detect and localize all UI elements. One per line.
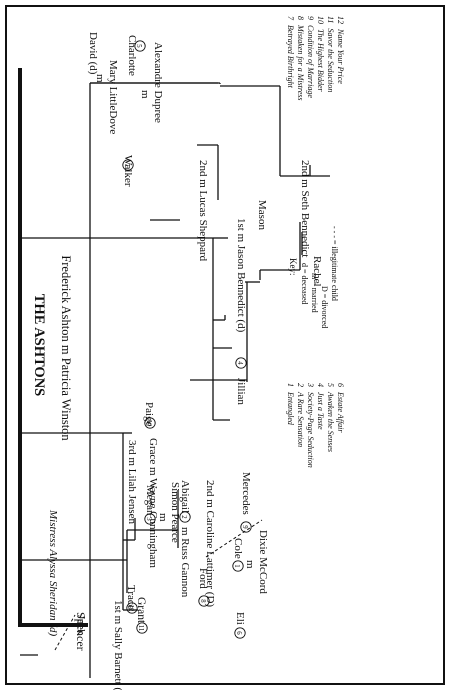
- book-badge-cole: 1: [232, 560, 244, 572]
- dixie-label: Dixie McCord: [257, 530, 269, 594]
- page-title: THE ASHTONS: [31, 294, 47, 396]
- svg-text:3: 3: [145, 517, 152, 521]
- legend-item: m = married: [310, 273, 319, 313]
- book-badge-abigail: 2: [179, 511, 191, 523]
- jason-label: 1st m Jason Bennedict (d): [235, 218, 247, 333]
- book-badge-eli: 6: [234, 627, 246, 639]
- book-badge-charlotte: 5: [134, 40, 146, 52]
- book-item: 11Savor the Seduction: [326, 16, 335, 92]
- mercedes-label: Mercedes: [240, 472, 252, 515]
- page-border: [5, 5, 445, 685]
- russ-label: m Russ Gannon: [179, 527, 191, 598]
- book-badge-grant: 11: [136, 622, 148, 634]
- founders-label: Frederick Ashton m Patricia Winston: [59, 255, 73, 441]
- svg-text:7: 7: [123, 163, 130, 167]
- david-married-label: m: [94, 74, 106, 83]
- ford-label: Ford: [197, 568, 209, 589]
- sally-label: 1st m Sally Barnett (d): [112, 600, 124, 690]
- svg-text:12: 12: [127, 605, 134, 612]
- legend-key: Key: d = deceased m = married D = divorc…: [288, 226, 339, 328]
- simon-label: Simon Pearce: [169, 482, 181, 543]
- svg-text:11: 11: [137, 625, 144, 632]
- tree-lines: [18, 68, 330, 678]
- abigail-label: Abigail: [179, 480, 191, 513]
- book-badge-trace: 12: [126, 602, 138, 614]
- jack-label: Jack: [75, 615, 87, 635]
- grant-label: Grant: [135, 597, 147, 624]
- cole-married-label: m: [244, 560, 256, 569]
- book-item: 3Society-Page Seduction: [306, 382, 315, 468]
- book-list-right: 7Betrayed Birthright 8Mistaken for a Mis…: [286, 16, 345, 100]
- walker-label: Walker: [122, 155, 134, 187]
- svg-text:2: 2: [180, 515, 187, 519]
- charlotte-label: Charlotte: [126, 35, 138, 76]
- book-item: 1Entangled: [286, 383, 295, 426]
- book-item: 2A Rare Sensation: [296, 383, 305, 447]
- mary-label: Mary LittleDove: [107, 60, 119, 134]
- book-item: 9Condition of Marriage: [306, 16, 315, 98]
- mason-label: Mason: [256, 200, 268, 230]
- svg-text:4: 4: [236, 361, 243, 365]
- book-badge-walker: 7: [122, 159, 134, 171]
- book-item: 10The Highest Bidder: [316, 16, 325, 93]
- lilah-label: 3rd m Lilah Jensen: [126, 440, 138, 525]
- seth-label: 2nd m Seth Bennedict: [299, 160, 311, 257]
- book-item: 5Awaken the Senses: [326, 383, 335, 452]
- alexandre-label: Alexandre Dupree: [152, 42, 164, 123]
- legend-item: d = deceased: [300, 263, 309, 304]
- book-item: 4Just a Taste: [316, 383, 325, 430]
- legend-item: - - - = illegitimate child: [330, 226, 339, 301]
- book-list-left: 1Entangled 2A Rare Sensation 3Society-Pa…: [286, 382, 345, 468]
- cole-label: Cole: [232, 538, 244, 559]
- svg-text:6: 6: [235, 631, 242, 635]
- megan-label: Megan: [144, 485, 156, 516]
- megan-married-label: m: [157, 513, 169, 522]
- book-item: 7Betrayed Birthright: [286, 16, 295, 89]
- svg-text:9: 9: [241, 525, 248, 529]
- book-badge-mercedes: 9: [240, 521, 252, 533]
- mistress-label: Mistress Alyssa Sheridan (d): [47, 509, 59, 637]
- book-badge-paige: 10: [144, 417, 156, 429]
- grace-label: Grace m Wayne Cunningham: [147, 438, 159, 568]
- book-item: 6Estate Affair: [336, 383, 345, 433]
- legend-item: D = divorced: [320, 286, 329, 328]
- jillian-label: Jillian: [235, 378, 247, 405]
- svg-text:5: 5: [135, 44, 142, 48]
- caroline-label: 2nd m Caroline Lattimer (D): [204, 480, 216, 607]
- svg-text:10: 10: [145, 420, 152, 427]
- book-item: 8Mistaken for a Mistress: [296, 16, 305, 100]
- charlotte-married-label: m: [139, 90, 151, 99]
- book-badge-jillian: 4: [235, 357, 247, 369]
- book-badge-megan: 3: [144, 513, 156, 525]
- eli-label: Eli: [234, 612, 246, 625]
- svg-text:8: 8: [199, 599, 206, 603]
- lucas-label: 2nd m Lucas Sheppard: [197, 160, 209, 262]
- legend-title: Key:: [288, 258, 298, 276]
- rachel-label: Rachel: [311, 256, 323, 287]
- svg-text:1: 1: [233, 564, 240, 567]
- david-label: David (d): [87, 32, 99, 75]
- spencer-label: Spencer: [74, 612, 88, 651]
- book-item: 12Name Your Price: [336, 16, 345, 84]
- book-badge-ford: 8: [198, 595, 210, 607]
